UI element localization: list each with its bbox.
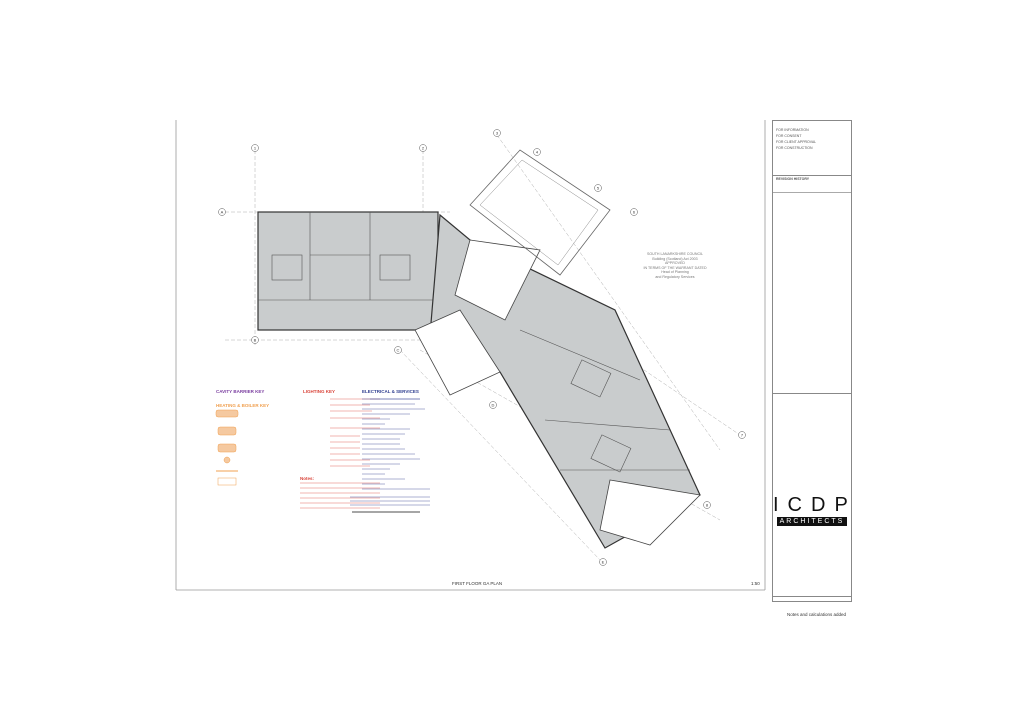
- grid-label: B: [254, 338, 257, 343]
- lighting-key-heading: LIGHTING KEY: [303, 389, 336, 394]
- grid-bubble-E: [599, 558, 607, 566]
- stamp-line: and Regulatory Services: [655, 274, 695, 279]
- stamp-line: SOUTH LANARKSHIRE COUNCIL: [646, 252, 704, 256]
- lighting-legend-lines: [300, 398, 380, 509]
- grid-label: 3: [496, 131, 499, 136]
- drawing-scale: 1:50: [751, 581, 760, 586]
- electrical-key-heading: ELECTRICAL & SERVICES: [362, 389, 419, 394]
- grid-bubble-8: [703, 501, 711, 509]
- legend-swatches: [215, 409, 239, 486]
- grid-bubble-D: [489, 401, 497, 409]
- title-block: FOR INFORMATION FOR CONSENT FOR CLIENT A…: [772, 120, 857, 617]
- grid-label: 1: [254, 146, 257, 151]
- grid-label: 7: [741, 433, 744, 438]
- revision-note: Notes and calculations added: [787, 612, 847, 617]
- grid-label: 6: [633, 210, 636, 215]
- logo-word: ARCHITECTS: [777, 517, 847, 526]
- left-wing-floor: [257, 211, 439, 331]
- electrical-legend-lines: [350, 398, 430, 513]
- grid-label: 2: [422, 146, 425, 151]
- grid-bubble-C: [394, 346, 402, 354]
- grid-bubble-5: [594, 184, 602, 192]
- left-wing-walls: [258, 212, 438, 301]
- grid-bubble-B: [251, 336, 259, 344]
- status-option: FOR CONSTRUCTION: [776, 146, 813, 150]
- grid-bubble-6: [630, 208, 638, 216]
- cavity-barrier-key-heading: CAVITY BARRIER KEY: [216, 389, 265, 394]
- grid-label: E: [602, 560, 605, 565]
- stair-void: [454, 239, 541, 321]
- grid-bubble-1: [251, 144, 259, 152]
- drawing-title: FIRST FLOOR GA PLAN: [452, 581, 503, 586]
- heating-key-heading: HEATING & BOILER KEY: [216, 403, 270, 408]
- stamp-line: Head of Planning: [661, 270, 689, 275]
- status-option: FOR CONSENT: [776, 134, 802, 138]
- stamp-line: Building (Scotland) Act 2003: [652, 256, 698, 261]
- grid-label: A: [221, 210, 224, 215]
- grid-label: D: [492, 403, 495, 408]
- grid-label: 4: [536, 150, 539, 155]
- angled-wing-walls: [519, 329, 690, 473]
- lighting-notes-heading: Notes:: [300, 476, 315, 481]
- status-option: FOR CLIENT APPROVAL: [776, 140, 817, 144]
- terrace: [599, 479, 701, 546]
- grid-bubble-2: [419, 144, 427, 152]
- grid-label: C: [397, 348, 400, 353]
- logo-letters: ICDP: [773, 494, 857, 516]
- stamp-line: IN TERMS OF THE WARRANT DATED: [643, 265, 707, 270]
- grid-bubbles: [218, 129, 746, 566]
- grid-bubble-A: [218, 208, 226, 216]
- balcony-void: [414, 309, 501, 396]
- grid-bubble-4: [533, 148, 541, 156]
- stamp-line: APPROVED: [665, 261, 685, 266]
- council-approval-stamp: SOUTH LANARKSHIRE COUNCIL Building (Scot…: [628, 252, 722, 280]
- status-option: FOR INFORMATION: [776, 128, 809, 132]
- grid-label: 8: [706, 503, 709, 508]
- grid-bubble-3: [493, 129, 501, 137]
- roof-outline: [469, 149, 611, 276]
- grid-label: 5: [597, 186, 600, 191]
- revision-history-heading: REVISION HISTORY: [776, 177, 810, 181]
- grid-bubble-7: [738, 431, 746, 439]
